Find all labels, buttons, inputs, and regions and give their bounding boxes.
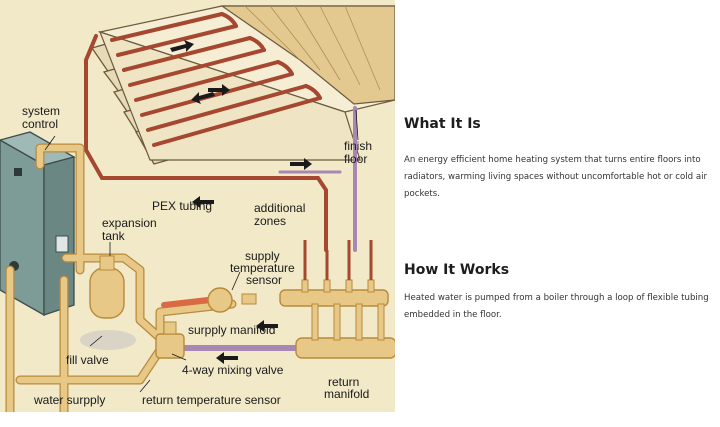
label-supply-manifold: surpply manifold (188, 323, 275, 337)
return-manifold (295, 303, 395, 359)
info-panel: What It Is An energy efficient home heat… (404, 0, 714, 427)
label-water-supply: water surpply (33, 393, 105, 407)
label-additional-zones: additional zones (254, 201, 309, 228)
circulator-pump (207, 287, 257, 313)
flow-arrows-floor (170, 40, 215, 104)
label-system-control: system control (22, 104, 63, 131)
supply-line (161, 297, 211, 308)
radiant-floor-heating-illustration: system control finish floor PEX tubing a… (0, 0, 395, 412)
mixing-valve (155, 321, 185, 359)
leader-lines (44, 109, 359, 393)
what-it-is-body: An energy efficient home heating system … (404, 155, 708, 199)
expansion-tank (80, 255, 136, 350)
label-expansion-tank: expansion tank (102, 216, 160, 243)
what-it-is-heading: What It Is (404, 116, 481, 132)
pex-risers (84, 34, 357, 252)
label-return-sensor: return temperature sensor (142, 393, 281, 407)
label-pex-tubing: PEX tubing (152, 199, 212, 213)
pex-floor-loops (110, 12, 322, 147)
label-return-manifold: return manifold (324, 375, 369, 401)
zone-risers (303, 240, 373, 280)
label-supply-sensor: supply temperature sensor (230, 249, 298, 287)
flow-arrows (192, 84, 312, 364)
label-mixing-valve: 4-way mixing valve (182, 363, 284, 377)
how-it-works-heading: How It Works (404, 262, 510, 278)
label-finish-floor: finish floor (344, 139, 375, 166)
label-fill-valve: fill valve (66, 353, 109, 367)
how-it-works-body: Heated water is pumped from a boiler thr… (404, 293, 709, 320)
supply-manifold (279, 279, 389, 307)
floor-structure (90, 5, 395, 165)
